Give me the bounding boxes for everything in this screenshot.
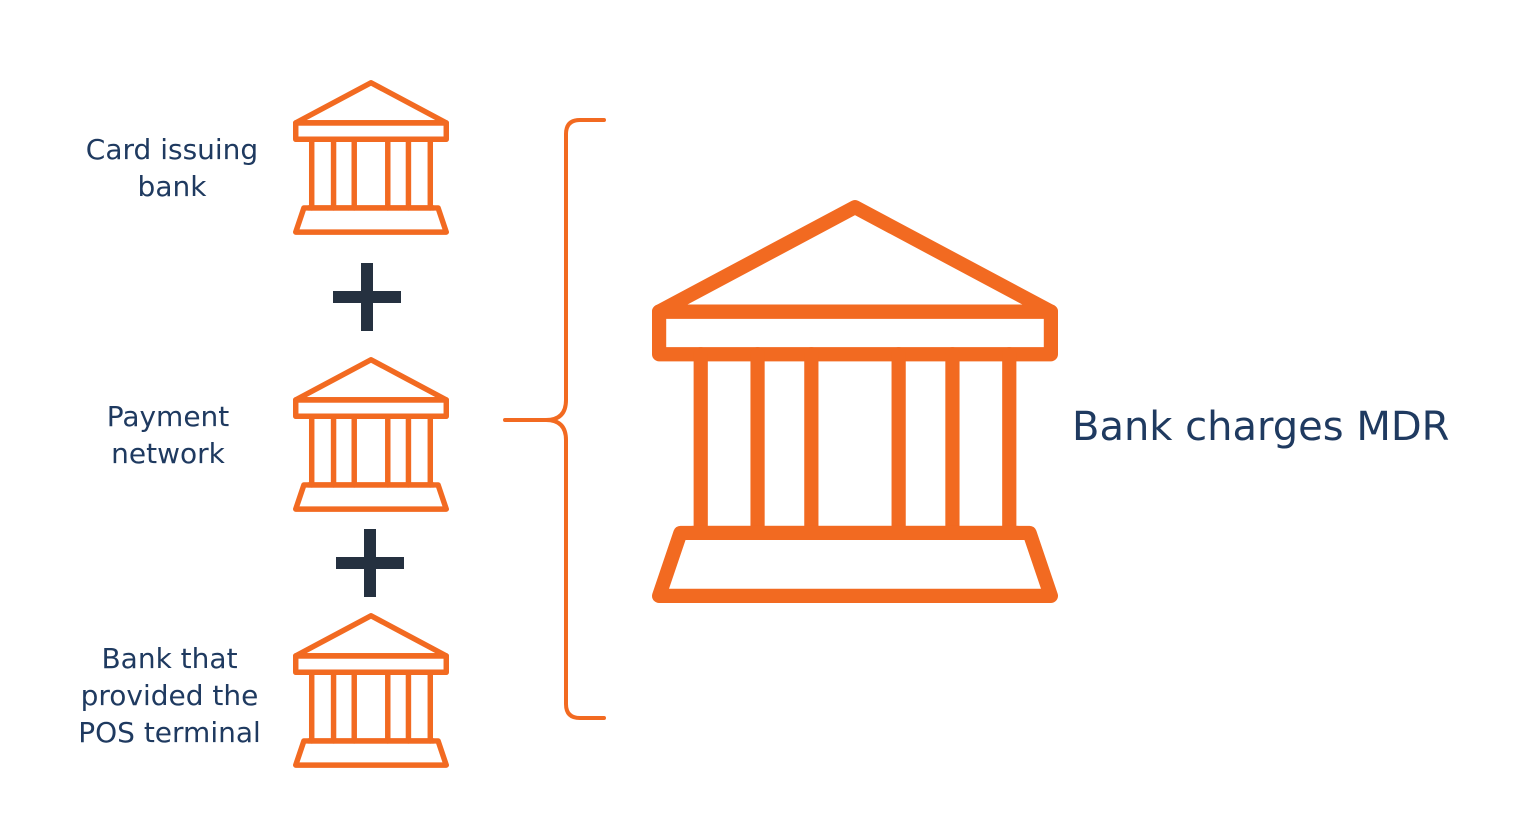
plus-icon [336,529,404,597]
bank-icon [296,616,447,765]
plus-icon [333,263,401,331]
bank-icon [296,83,447,232]
participant-label: Bank that provided the POS terminal [78,642,261,749]
result-label: Bank charges MDR [1072,404,1450,450]
participant-label: Payment network [106,400,230,470]
bank-icon [659,207,1051,596]
participant-label: Card issuing bank [85,133,259,203]
brace [503,118,606,720]
bank-icon [296,360,447,509]
